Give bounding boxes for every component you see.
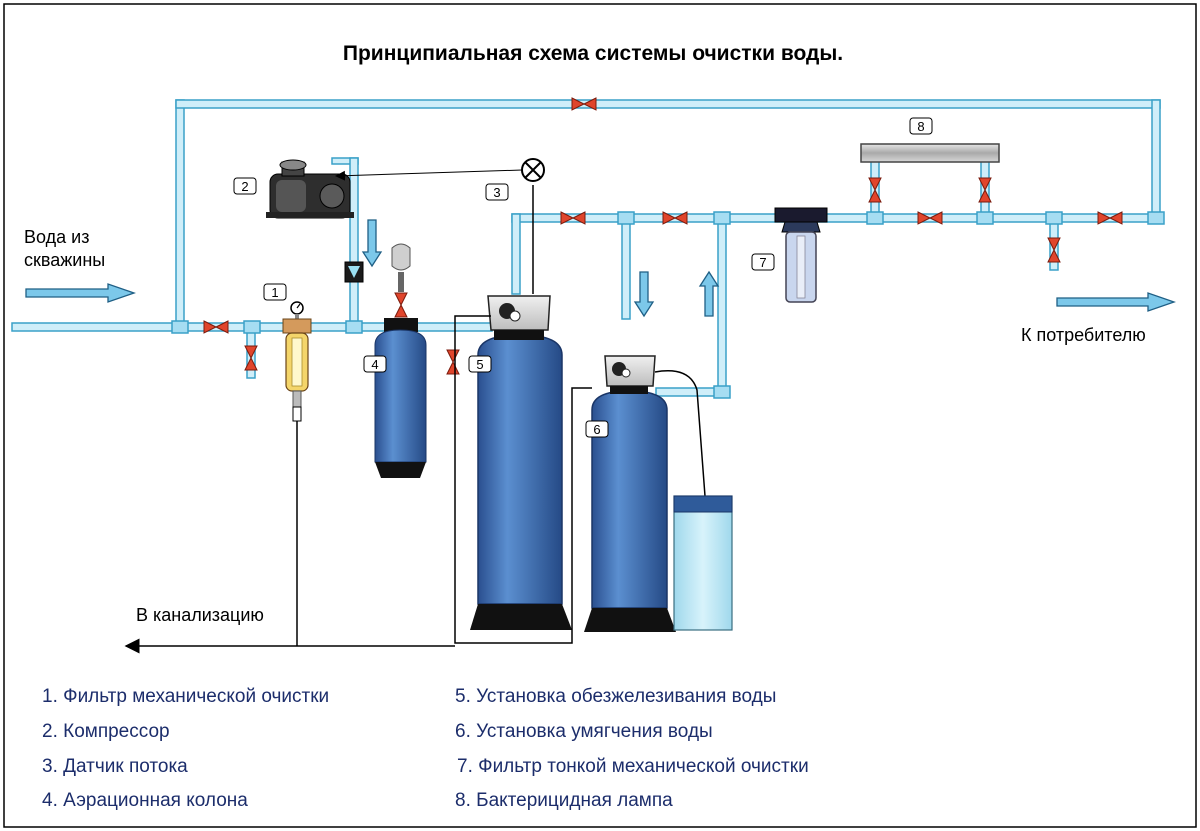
- legend-item-1: 1. Фильтр механической очистки: [42, 686, 329, 707]
- legend-item-8: 8. Бактерицидная лампа: [455, 790, 673, 811]
- valve-outlet-tap: [1047, 237, 1061, 263]
- valve-filter1: [244, 345, 258, 371]
- marker-3: 3: [485, 183, 509, 201]
- svg-text:8: 8: [917, 119, 924, 134]
- legend-item-7: 7. Фильтр тонкой механической очистки: [457, 756, 809, 777]
- valve-inlet: [203, 320, 229, 334]
- tank5-outlet-pipe: [511, 213, 521, 295]
- svg-text:4: 4: [371, 357, 378, 372]
- up-flow-arrow-softener: [698, 270, 720, 317]
- valve-softener-bypass: [662, 211, 688, 225]
- legend-item-6: 6. Установка умягчения воды: [455, 721, 713, 742]
- iron-removal-tank: [454, 295, 592, 644]
- marker-5: 5: [468, 355, 492, 373]
- legend-item-3: 3. Датчик потока: [42, 756, 188, 777]
- down-flow-arrow-softener: [633, 271, 655, 318]
- legend-item-2: 2. Компрессор: [42, 721, 170, 742]
- tee-fittings: [171, 211, 1165, 399]
- valve-aeration: [394, 292, 408, 318]
- flow-sensor: [335, 158, 545, 294]
- bypass-riser: [175, 99, 185, 329]
- svg-text:1: 1: [271, 285, 278, 300]
- bypass-top-pipe: [175, 99, 1161, 109]
- marker-8: 8: [909, 117, 933, 135]
- outlet-flow-arrow: [1056, 292, 1176, 312]
- frame: [3, 3, 1197, 828]
- marker-6: 6: [585, 420, 609, 438]
- outlet-label: К потребителю: [1021, 325, 1146, 345]
- svg-text:3: 3: [493, 185, 500, 200]
- valve-lamp-in: [868, 177, 882, 203]
- uv-lamp: [860, 143, 1000, 163]
- inlet-flow-arrow: [25, 283, 136, 303]
- marker-7: 7: [751, 253, 775, 271]
- inlet-label-line1: Вода из: [24, 227, 89, 247]
- valve-lamp-out: [978, 177, 992, 203]
- marker-2: 2: [233, 177, 257, 195]
- upper-pipe: [511, 213, 1161, 223]
- drain-label: В канализацию: [136, 605, 264, 625]
- softener-return-pipe: [717, 213, 727, 395]
- svg-text:6: 6: [593, 422, 600, 437]
- brine-tank: [673, 495, 733, 631]
- flow-arrows: [25, 219, 1176, 318]
- softener-down-pipe: [621, 213, 631, 320]
- legend-item-5: 5. Установка обезжелезивания воды: [455, 686, 776, 707]
- valve-bypass: [571, 97, 597, 111]
- mechanical-filter: [282, 301, 312, 422]
- air-check-valve: [344, 261, 364, 283]
- drain-line: [124, 421, 455, 654]
- down-flow-arrow-aeration: [361, 219, 383, 268]
- bypass-down-pipe: [1151, 99, 1161, 219]
- valve-tank5-out: [560, 211, 586, 225]
- compressor: [266, 159, 354, 219]
- legend: 1. Фильтр механической очистки 2. Компре…: [42, 686, 809, 811]
- valve-outlet: [1097, 211, 1123, 225]
- valves: [203, 97, 1123, 375]
- aeration-column: [374, 243, 427, 478]
- inlet-label-line2: скважины: [24, 250, 105, 270]
- legend-item-4: 4. Аэрационная колона: [42, 790, 248, 811]
- svg-text:5: 5: [476, 357, 483, 372]
- fine-filter: [774, 207, 828, 303]
- valve-lamp-bypass: [917, 211, 943, 225]
- marker-4: 4: [363, 355, 387, 373]
- svg-text:2: 2: [241, 179, 248, 194]
- valve-tank5-drain: [446, 349, 460, 375]
- softener-tank: [584, 355, 706, 632]
- marker-1: 1: [263, 283, 287, 301]
- number-markers: 1 2 3 4 5 6 7 8: [233, 117, 933, 438]
- svg-text:7: 7: [759, 255, 766, 270]
- compressor-line-down: [349, 157, 359, 329]
- diagram-title: Принципиальная схема системы очистки вод…: [343, 42, 843, 65]
